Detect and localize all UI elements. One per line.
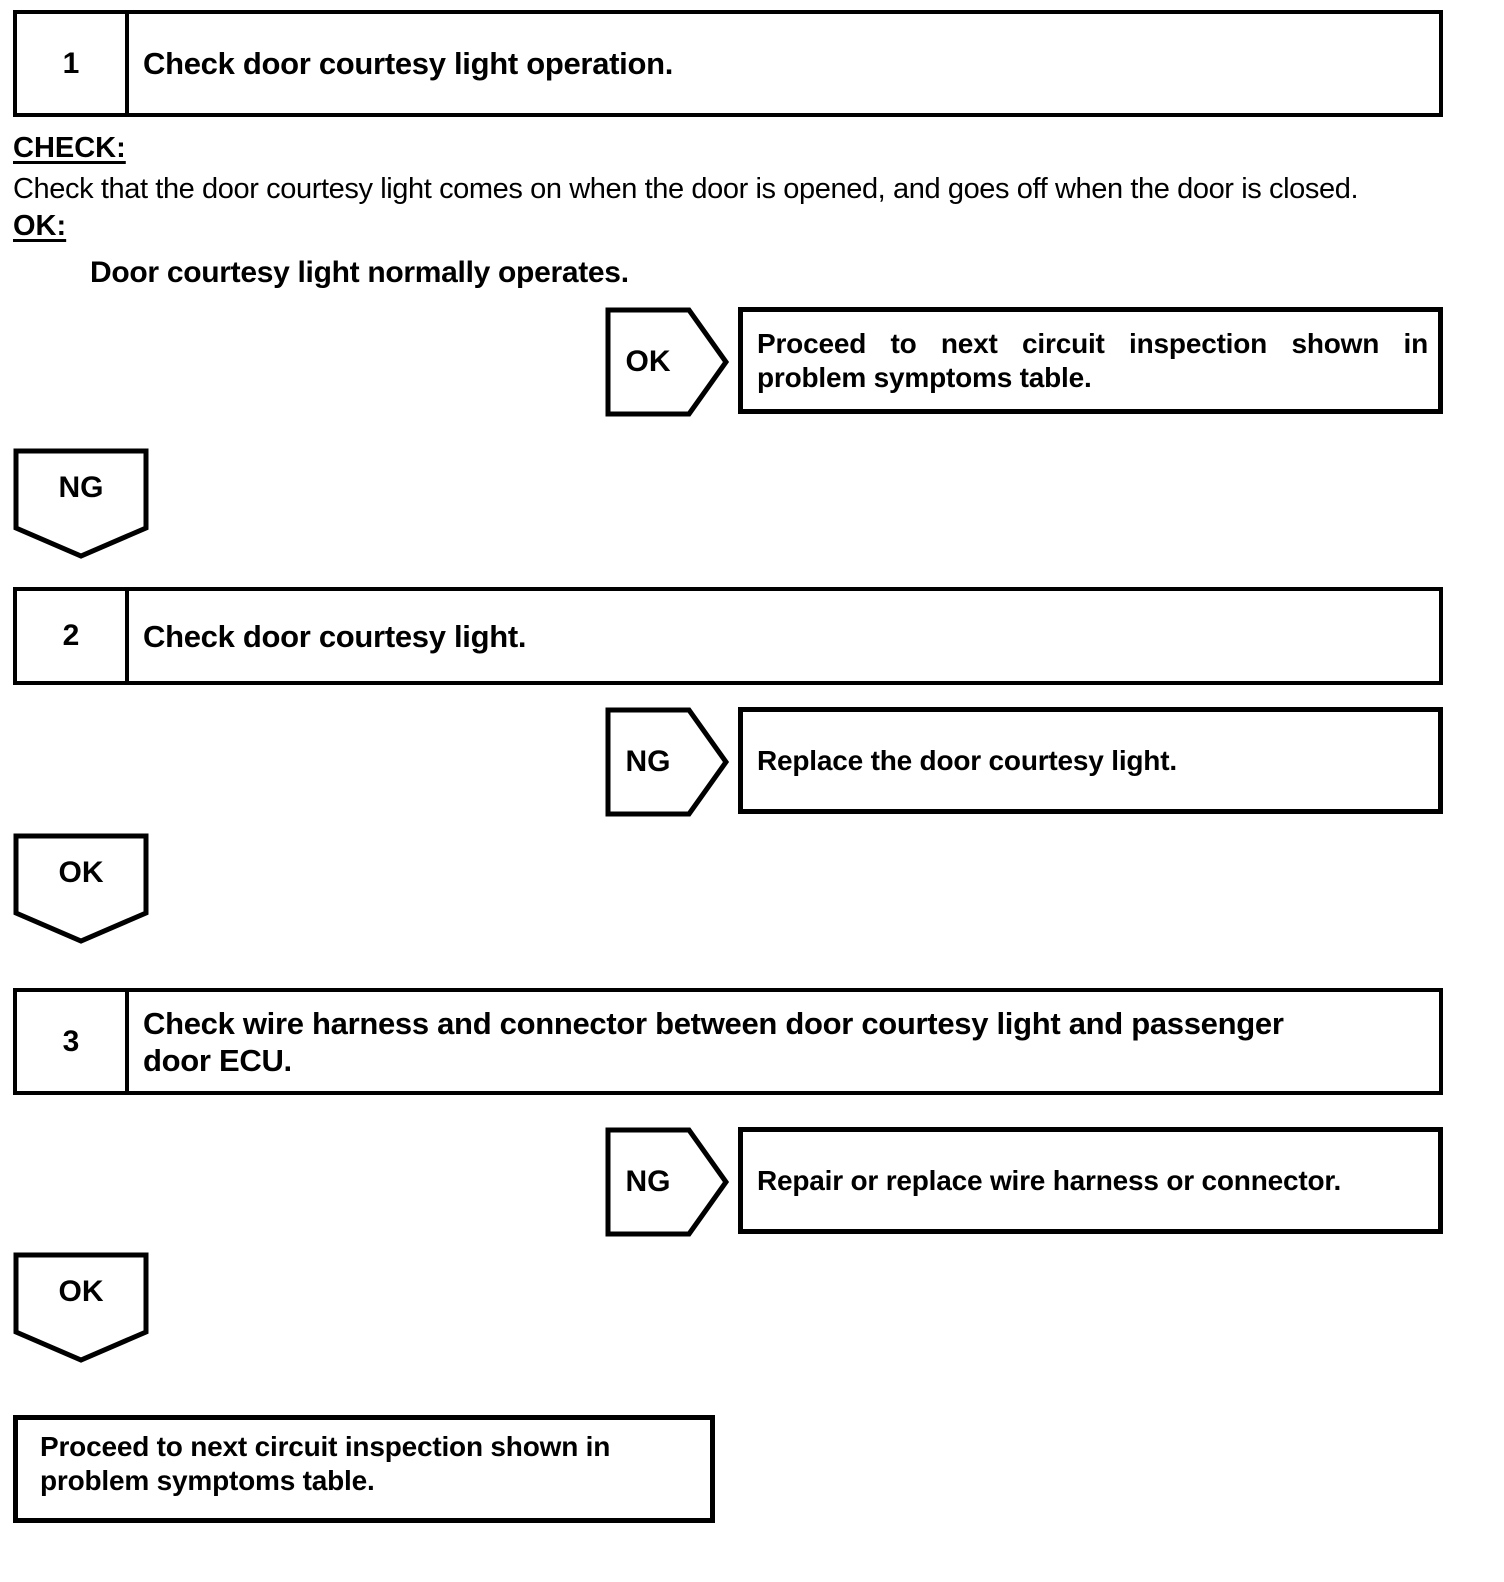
step-2-number: 2 [17,591,129,681]
ng-arrow-badge-1: NG [605,707,731,817]
step-1-details: CHECK: Check that the door courtesy ligh… [13,130,1449,291]
ok-down-badge-1: OK [13,833,149,945]
step-1-number: 1 [17,14,129,113]
right-arrow-pentagon-icon [605,307,730,417]
decision-box-replace-light-line1: Replace the door courtesy light. [757,744,1177,776]
step-3-number: 3 [17,992,129,1091]
ng-arrow-badge-1-label: NG [625,745,671,778]
step-1-header-box: 1 Check door courtesy light operation. [13,10,1443,117]
step-1-title-text: Check door courtesy light operation. [143,46,674,81]
step-3-title: Check wire harness and connector between… [129,992,1439,1091]
terminal-box-line2: problem symptoms table. [40,1465,375,1496]
right-arrow-pentagon-icon [605,707,730,817]
ok-condition-text: Door courtesy light normally operates. [90,256,629,289]
check-body-text: Check that the door courtesy light comes… [13,173,1359,205]
ok-down-badge-1-label: OK [58,856,104,889]
decision-box-repair-harness: Repair or replace wire harness or connec… [738,1127,1443,1234]
decision-box-proceed-line2: problem symptoms table. [757,361,1092,393]
ok-arrow-badge: OK [605,307,731,417]
decision-box-repair-harness-line1: Repair or replace wire harness or connec… [757,1164,1342,1196]
check-heading: CHECK: [13,132,126,164]
ng-down-badge: NG [13,448,149,560]
ok-arrow-badge-label: OK [625,345,671,378]
step-3-title-line2: door ECU. [143,1042,292,1078]
down-pentagon-icon [13,833,149,944]
decision-box-proceed: Proceed to next circuit inspection shown… [738,307,1443,414]
decision-box-replace-light: Replace the door courtesy light. [738,707,1443,814]
ok-down-badge-2: OK [13,1252,149,1364]
terminal-box-line1: Proceed to next circuit inspection shown… [40,1431,611,1462]
down-pentagon-icon [13,448,149,559]
step-3-title-line1: Check wire harness and connector between… [143,1005,1284,1041]
step-3-header-box: 3 Check wire harness and connector betwe… [13,988,1443,1095]
step-2-header-box: 2 Check door courtesy light. [13,587,1443,685]
step-2-title-text: Check door courtesy light. [143,618,527,654]
ng-arrow-badge-2: NG [605,1127,731,1237]
ng-down-badge-label: NG [58,471,104,504]
ok-heading: OK: [13,210,67,242]
terminal-box-proceed: Proceed to next circuit inspection shown… [13,1415,715,1523]
ok-down-badge-2-label: OK [58,1275,104,1308]
down-pentagon-icon [13,1252,149,1363]
decision-box-proceed-line1: Proceed to next circuit inspection shown… [757,327,1428,359]
ng-arrow-badge-2-label: NG [625,1165,671,1198]
step-1-title: Check door courtesy light operation. [129,14,1439,113]
step-2-title: Check door courtesy light. [129,591,1439,681]
right-arrow-pentagon-icon [605,1127,730,1237]
